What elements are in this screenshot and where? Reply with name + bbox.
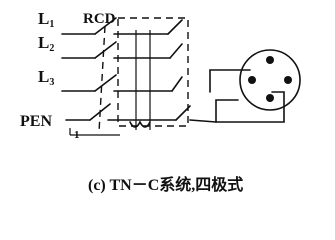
socket-pin-right (284, 76, 292, 84)
label-l3: L3 (38, 67, 54, 88)
label-pen: PEN (20, 113, 52, 130)
tn-c-four-pole-rcd-diagram: L1 RCD L2 L3 PEN 1 (c) TN－C系统,四极式 (20, 9, 301, 194)
wire-to-socket-bottom (215, 99, 239, 123)
wire-to-socket-top (209, 69, 251, 93)
diagram-caption: (c) TN－C系统,四极式 (88, 175, 243, 194)
label-l2-sub: 2 (49, 43, 54, 54)
wire-pen-to-socket (189, 119, 217, 123)
wire-l2-diag (169, 43, 183, 59)
label-l1-sub: 1 (49, 19, 54, 30)
wire-l1-diag (167, 19, 183, 35)
label-l3-sub: 3 (49, 77, 54, 88)
label-rcd: RCD (83, 11, 116, 27)
socket-outline (239, 49, 301, 111)
switch-contact-l2 (94, 41, 117, 59)
label-l1: L1 (38, 9, 54, 30)
socket-pin-top (266, 56, 274, 64)
switch-contact-l1 (94, 17, 117, 35)
wire-l3-diag (171, 76, 183, 92)
switch-contact-l3 (94, 74, 117, 92)
socket-pin-left (248, 76, 256, 84)
wire-earth-return (215, 91, 285, 123)
label-l2: L2 (38, 33, 54, 54)
switch-linkage (98, 25, 106, 133)
socket-pin-bottom (266, 94, 274, 102)
rcd-enclosure (117, 17, 189, 127)
